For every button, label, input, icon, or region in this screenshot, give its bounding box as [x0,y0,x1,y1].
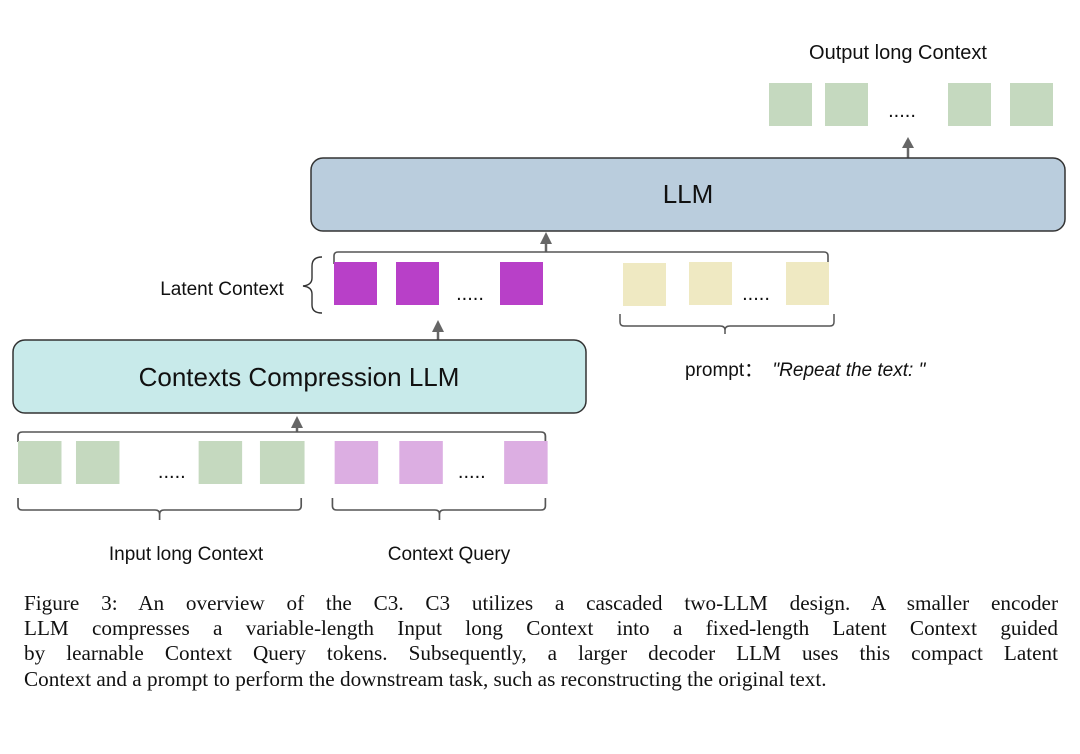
input-token [18,441,62,484]
top-bracket-compression-input-full [18,432,491,442]
output-long-context-label: Output long Context [809,42,987,64]
prompt-label: prompt： "Repeat the text: " [685,360,927,381]
input-tokens: ..... [18,441,305,484]
prompt-token [689,262,732,305]
arrow-input-to-compression [291,416,303,432]
output-token [769,83,812,126]
input-token [75,441,120,484]
query-token [334,441,379,484]
query-tokens: ..... [334,441,548,484]
input-token [259,441,305,484]
input-long-context-label: Input long Context [109,544,264,565]
top-bracket-llm-input [333,251,829,264]
output-token [948,83,991,126]
caption-line: Context and a prompt to perform the down… [24,666,827,691]
latent-token [396,262,439,305]
caption-line: Figure 3: An overview of the C3. C3 util… [24,591,1058,615]
input-ellipsis: ..... [158,461,186,483]
input-context-brace [17,498,303,520]
input-token [198,441,243,484]
prompt-token [623,263,666,306]
prompt-token [786,262,829,305]
context-query-label: Context Query [388,544,511,565]
latent-token [334,262,377,305]
compression-llm-box [12,339,587,414]
output-token [1010,83,1053,126]
llm-box [310,157,1066,232]
caption-line: by learnable Context Query tokens. Subse… [24,641,1058,666]
query-token [399,441,443,484]
query-ellipsis: ..... [458,461,486,483]
figure-caption: Figure 3: An overview of the C3. C3 util… [24,591,1058,692]
latent-context-label: Latent Context [160,279,284,300]
context-query-brace [331,498,547,520]
compression-llm-label: Contexts Compression LLM [139,362,460,392]
output-ellipsis: ..... [888,100,916,122]
prompt-ellipsis: ..... [742,283,770,305]
arrow-compression-to-latent [432,320,444,340]
arrow-llm-to-output [902,137,914,158]
arrow-to-llm [540,232,552,252]
caption-line: LLM compresses a variable-length Input l… [24,616,1058,641]
llm-label: LLM [663,179,714,209]
prompt-prefix: prompt： [685,360,768,381]
latent-token [500,262,543,305]
latent-context-brace [302,256,323,314]
latent-tokens: ..... [334,262,543,305]
query-token [504,441,548,484]
prompt-brace [619,314,835,334]
prompt-tokens: ..... [623,262,829,306]
output-token [825,83,868,126]
prompt-text: "Repeat the text: " [772,360,926,381]
top-bracket-compression-input [17,431,547,442]
output-tokens: ..... [769,83,1053,126]
latent-ellipsis: ..... [456,283,484,305]
